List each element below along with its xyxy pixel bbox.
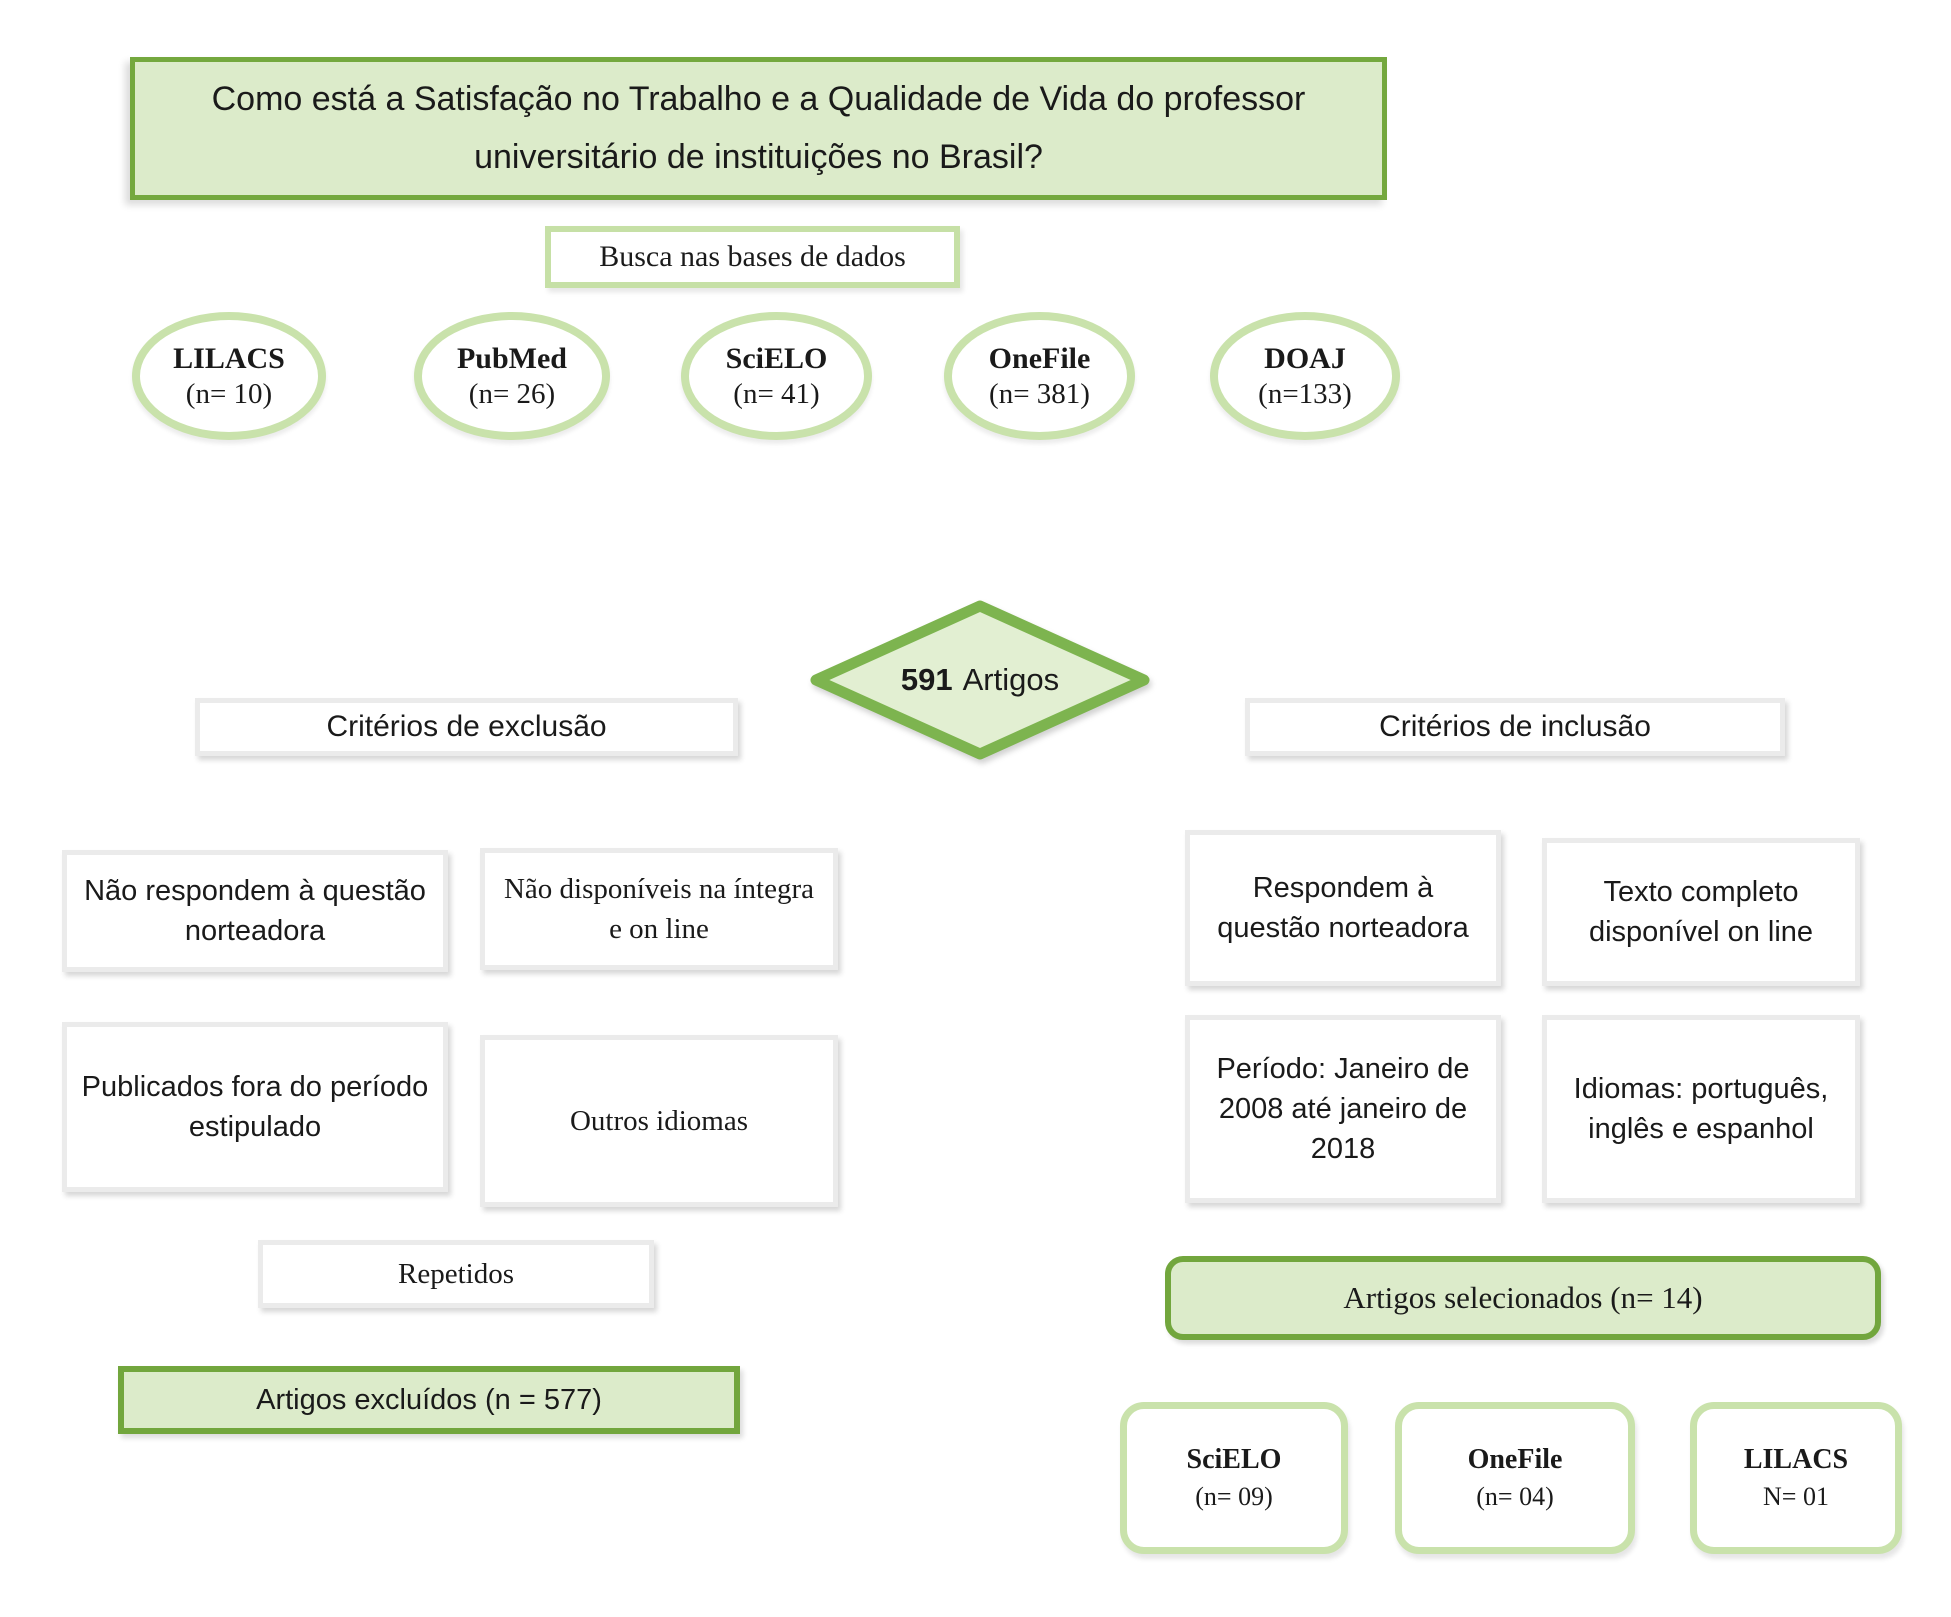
source-count: (n= 09): [1195, 1482, 1273, 1511]
selected-source-scielo: SciELO (n= 09): [1120, 1402, 1348, 1554]
database-ellipse-scielo: SciELO (n= 41): [681, 312, 872, 440]
exclusion-criterion-no-answer: Não respondem à questão norteadora: [62, 850, 448, 972]
total-articles-label: 591 Artigos: [806, 596, 1154, 764]
exclusion-criterion-other-languages: Outros idiomas: [480, 1035, 838, 1207]
total-articles-word: Artigos: [962, 662, 1060, 697]
database-ellipse-lilacs: LILACS (n= 10): [132, 312, 326, 440]
database-name: PubMed: [456, 341, 567, 375]
exclusion-criterion-not-available: Não disponíveis na íntegra e on line: [480, 848, 838, 970]
inclusion-criterion-period: Período: Janeiro de 2008 até janeiro de …: [1185, 1015, 1501, 1203]
research-question-title: Como está a Satisfação no Trabalho e a Q…: [130, 57, 1387, 200]
total-articles-number: 591: [900, 662, 953, 697]
source-name: SciELO: [1186, 1444, 1282, 1475]
diamond-shape-icon: [810, 600, 1150, 760]
inclusion-criterion-languages: Idiomas: português, inglês e espanhol: [1542, 1015, 1860, 1203]
total-articles-diamond: 591 Artigos: [806, 596, 1154, 764]
database-count: (n= 10): [185, 377, 273, 410]
excluded-articles-result: Artigos excluídos (n = 577): [118, 1366, 740, 1434]
selected-source-onefile: OneFile (n= 04): [1395, 1402, 1635, 1554]
source-name: OneFile: [1467, 1444, 1563, 1475]
source-count: N= 01: [1763, 1482, 1829, 1511]
inclusion-criterion-answer-question: Respondem à questão norteadora: [1185, 830, 1501, 986]
database-ellipse-doaj: DOAJ (n=133): [1210, 312, 1400, 440]
database-ellipse-onefile: OneFile (n= 381): [944, 312, 1135, 440]
inclusion-criterion-full-text: Texto completo disponível on line: [1542, 838, 1860, 986]
database-ellipse-pubmed: PubMed (n= 26): [414, 312, 610, 440]
inclusion-criteria-header: Critérios de inclusão: [1245, 698, 1785, 756]
selected-articles-result: Artigos selecionados (n= 14): [1165, 1256, 1881, 1340]
database-count: (n=133): [1258, 377, 1352, 410]
database-count: (n= 41): [733, 377, 820, 410]
database-name: OneFile: [988, 341, 1091, 375]
database-name: LILACS: [173, 341, 285, 375]
database-count: (n= 381): [989, 377, 1090, 410]
exclusion-criteria-header: Critérios de exclusão: [195, 698, 738, 756]
selected-source-lilacs: LILACS N= 01: [1690, 1402, 1902, 1554]
database-name: DOAJ: [1264, 341, 1346, 375]
source-count: (n= 04): [1476, 1482, 1554, 1511]
exclusion-criterion-duplicates: Repetidos: [258, 1240, 654, 1308]
exclusion-criterion-out-of-period: Publicados fora do período estipulado: [62, 1022, 448, 1192]
source-name: LILACS: [1743, 1444, 1849, 1475]
database-name: SciELO: [725, 341, 828, 375]
database-search-header: Busca nas bases de dados: [545, 226, 960, 288]
database-count: (n= 26): [468, 377, 556, 410]
